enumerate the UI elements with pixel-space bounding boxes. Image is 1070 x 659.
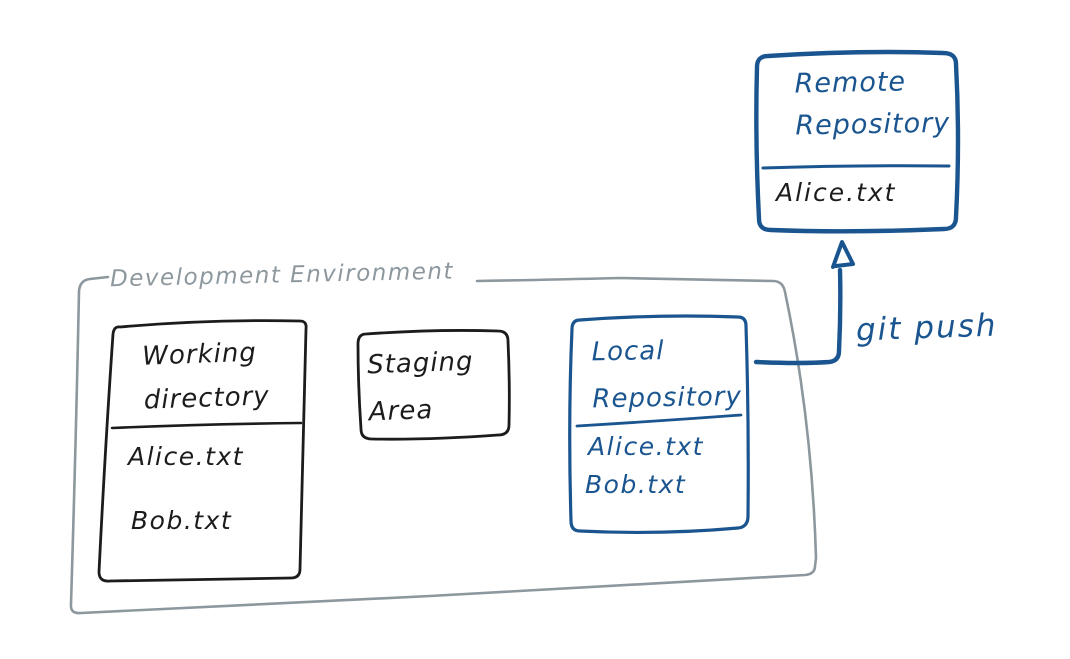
remote-repository-file: Alice.txt xyxy=(776,178,897,207)
development-environment-outline xyxy=(69,275,818,615)
local-repository-box-outline xyxy=(568,314,750,535)
working-directory-title: Working directory xyxy=(141,337,271,416)
working-directory-file: Bob.txt xyxy=(131,506,233,535)
remote-repository-title: Remote Repository xyxy=(794,66,951,142)
working-directory-divider xyxy=(110,421,303,430)
working-directory-box-outline xyxy=(97,319,308,583)
git-push-arrow xyxy=(753,267,843,366)
git-push-arrowhead xyxy=(831,240,855,269)
git-push-label: git push xyxy=(855,307,999,349)
staging-area-box-outline xyxy=(356,329,511,441)
local-repository-divider xyxy=(575,413,743,428)
local-repository-file: Alice.txt xyxy=(588,432,704,461)
working-directory-file: Alice.txt xyxy=(128,442,244,471)
local-repository-file: Bob.txt xyxy=(585,470,687,499)
staging-area-title: Staging Area xyxy=(366,346,484,428)
remote-repository-box-outline xyxy=(754,49,961,234)
local-repository-title: Local Repository xyxy=(591,335,743,415)
remote-repository-divider xyxy=(761,164,951,170)
